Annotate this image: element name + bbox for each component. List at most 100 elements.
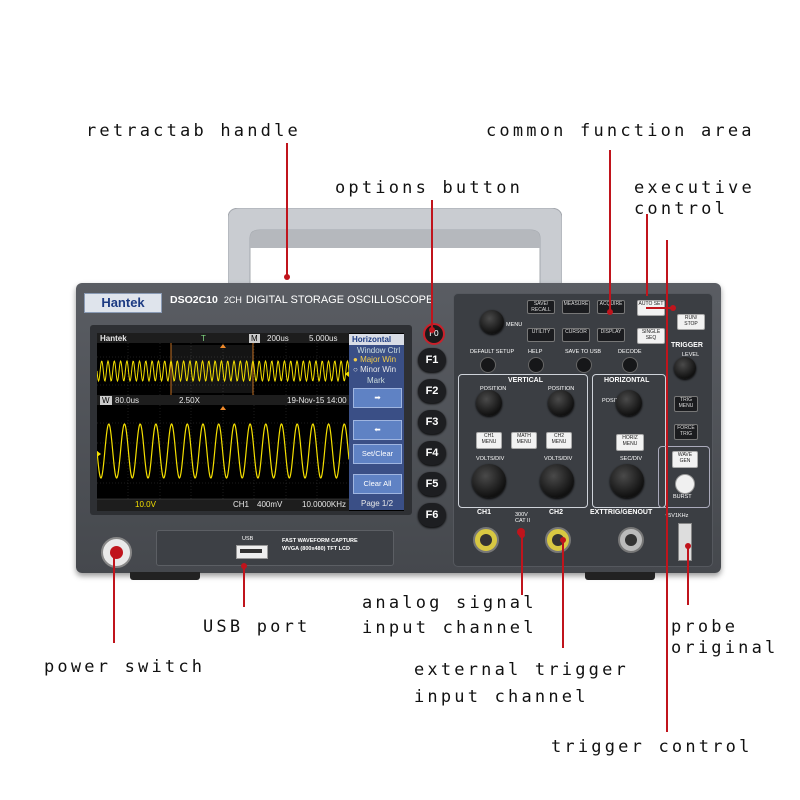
horizontal-menu: Horizontal Window Ctrl ● Major Win ○ Min… <box>349 334 404 510</box>
ch1-input-label: CH1 <box>477 509 492 516</box>
display-button[interactable]: DISPLAY <box>597 328 625 342</box>
zoom-readout: 2.50X <box>179 396 200 405</box>
time-offset-readout: 5.000us <box>309 334 338 343</box>
trigger-label: TRIGGER <box>671 342 703 349</box>
measure-button[interactable]: MEASURE <box>562 300 590 314</box>
executive-leader-v <box>646 214 648 296</box>
cursor-button[interactable]: CURSOR <box>562 328 590 342</box>
vertical-label: VERTICAL <box>508 377 543 384</box>
major-win-label: Major Win <box>360 355 397 364</box>
set-clear-button[interactable]: Set/Clear <box>353 444 402 464</box>
math-menu-button[interactable]: MATH MENU <box>511 432 537 449</box>
ch1-trace-zoom <box>97 423 350 479</box>
default-setup-label: DEFAULT SETUP <box>470 349 515 355</box>
save-recall-button[interactable]: SAVE/ RECALL <box>527 300 555 314</box>
sec-div-label: SEC/DIV <box>620 456 643 462</box>
ch1-position-label: POSITION <box>480 386 507 392</box>
menu-title: Horizontal <box>349 334 404 345</box>
retractable-handle[interactable] <box>228 208 562 292</box>
callout-power: power switch <box>44 657 206 677</box>
menu-option-minor[interactable]: ○ Minor Win <box>353 365 397 374</box>
horiz-menu-button[interactable]: HORIZ MENU <box>616 434 644 451</box>
trigger-level-knob[interactable] <box>674 357 696 379</box>
save-to-usb-label: SAVE TO USB <box>565 349 602 355</box>
trigger-level-readout: 400mV <box>257 500 283 509</box>
force-trig-button[interactable]: FORCE TRIG <box>674 424 698 440</box>
executive-leader-h <box>646 307 672 309</box>
ch2-position-label: POSITION <box>548 386 575 392</box>
decode-button[interactable] <box>622 357 638 373</box>
burst-label: BURST <box>673 494 692 500</box>
usb-leader-dot <box>241 563 247 569</box>
window-badge: W <box>100 396 112 405</box>
f5-button[interactable]: F5 <box>418 472 446 496</box>
f1-button[interactable]: F1 <box>418 348 446 372</box>
ch2-position-knob[interactable] <box>548 390 574 416</box>
probe-comp-terminals[interactable] <box>678 523 692 561</box>
menu-option-major[interactable]: ● Major Win <box>353 355 397 364</box>
clear-all-button[interactable]: Clear All <box>353 474 402 494</box>
decode-label: DECODE <box>618 349 642 355</box>
ch2-volts-knob[interactable] <box>540 464 574 498</box>
ch1-trace-main <box>97 359 350 383</box>
ch1-bnc-input[interactable] <box>473 527 499 553</box>
f2-button[interactable]: F2 <box>418 379 446 403</box>
wave-gen-button[interactable]: WAVE GEN <box>672 451 698 468</box>
options-leader <box>431 200 433 330</box>
ch2-volts-label: VOLTS/DIV <box>544 456 573 462</box>
foot-right <box>585 572 655 580</box>
ch1-volts-knob[interactable] <box>472 464 506 498</box>
save-to-usb-button[interactable] <box>576 357 592 373</box>
feature-line-2: WVGA (800x480) TFT LCD <box>282 546 350 552</box>
level-label: LEVEL <box>682 352 700 358</box>
brand-logo: Hantek <box>84 293 162 313</box>
feature-strip <box>156 530 394 566</box>
ch1-position-knob[interactable] <box>476 390 502 416</box>
menu-page: Page 1/2 <box>361 499 394 508</box>
analog-leader <box>521 535 523 595</box>
probe-comp-label: ~5V1KHz <box>665 513 689 519</box>
help-label: HELP <box>528 349 543 355</box>
ch2-input-label: CH2 <box>549 509 564 516</box>
horiz-position-knob[interactable] <box>616 390 642 416</box>
handle-leader-dot <box>284 274 290 280</box>
probe-leader-dot <box>685 543 691 549</box>
device-title: DIGITAL STORAGE OSCILLOSCOPE <box>245 294 434 306</box>
arrow-right-button[interactable]: ➡ <box>353 388 402 408</box>
ext-trigger-leader <box>562 540 564 648</box>
ch2-menu-button[interactable]: CH2 MENU <box>546 432 572 449</box>
f4-button[interactable]: F4 <box>418 441 446 465</box>
ch1-menu-button[interactable]: CH1 MENU <box>476 432 502 449</box>
minor-win-label: Minor Win <box>360 365 397 374</box>
single-seq-button[interactable]: SINGLE SEQ <box>637 328 665 344</box>
ch2-bnc-input[interactable] <box>545 527 571 553</box>
default-setup-button[interactable] <box>480 357 496 373</box>
horiz-position-label: POSITION <box>602 398 628 404</box>
menu-window-ctrl: Window Ctrl <box>357 346 401 355</box>
multipurpose-knob[interactable] <box>480 310 504 334</box>
ext-trigger-label: EXTTRIG/GENOUT <box>590 509 653 516</box>
power-leader-dot <box>111 549 117 555</box>
date-readout: 19-Nov-15 14:00 <box>287 396 347 405</box>
run-stop-button[interactable]: RUN/ STOP <box>677 314 705 330</box>
horizontal-label: HORIZONTAL <box>604 377 650 384</box>
options-button[interactable]: F0 <box>423 323 445 345</box>
utility-button[interactable]: UTILITY <box>527 328 555 342</box>
burst-button[interactable] <box>675 474 695 494</box>
feature-line-1: FAST WAVEFORM CAPTURE <box>282 538 358 544</box>
f6-button[interactable]: F6 <box>418 503 446 527</box>
f3-button[interactable]: F3 <box>418 410 446 434</box>
screen-brand: Hantek <box>100 334 127 343</box>
foot-left <box>130 572 200 580</box>
ext-trigger-bnc[interactable] <box>618 527 644 553</box>
help-button[interactable] <box>528 357 544 373</box>
ch1-volts-label: VOLTS/DIV <box>476 456 505 462</box>
horizontal-section <box>592 374 666 508</box>
sec-div-knob[interactable] <box>610 464 644 498</box>
trigger-mode: T <box>201 334 206 343</box>
arrow-left-button[interactable]: ⬅ <box>353 420 402 440</box>
trig-menu-button[interactable]: TRIG MENU <box>674 396 698 412</box>
usb-leader <box>243 567 245 607</box>
frequency-readout: 10.0000KHz <box>302 500 347 509</box>
